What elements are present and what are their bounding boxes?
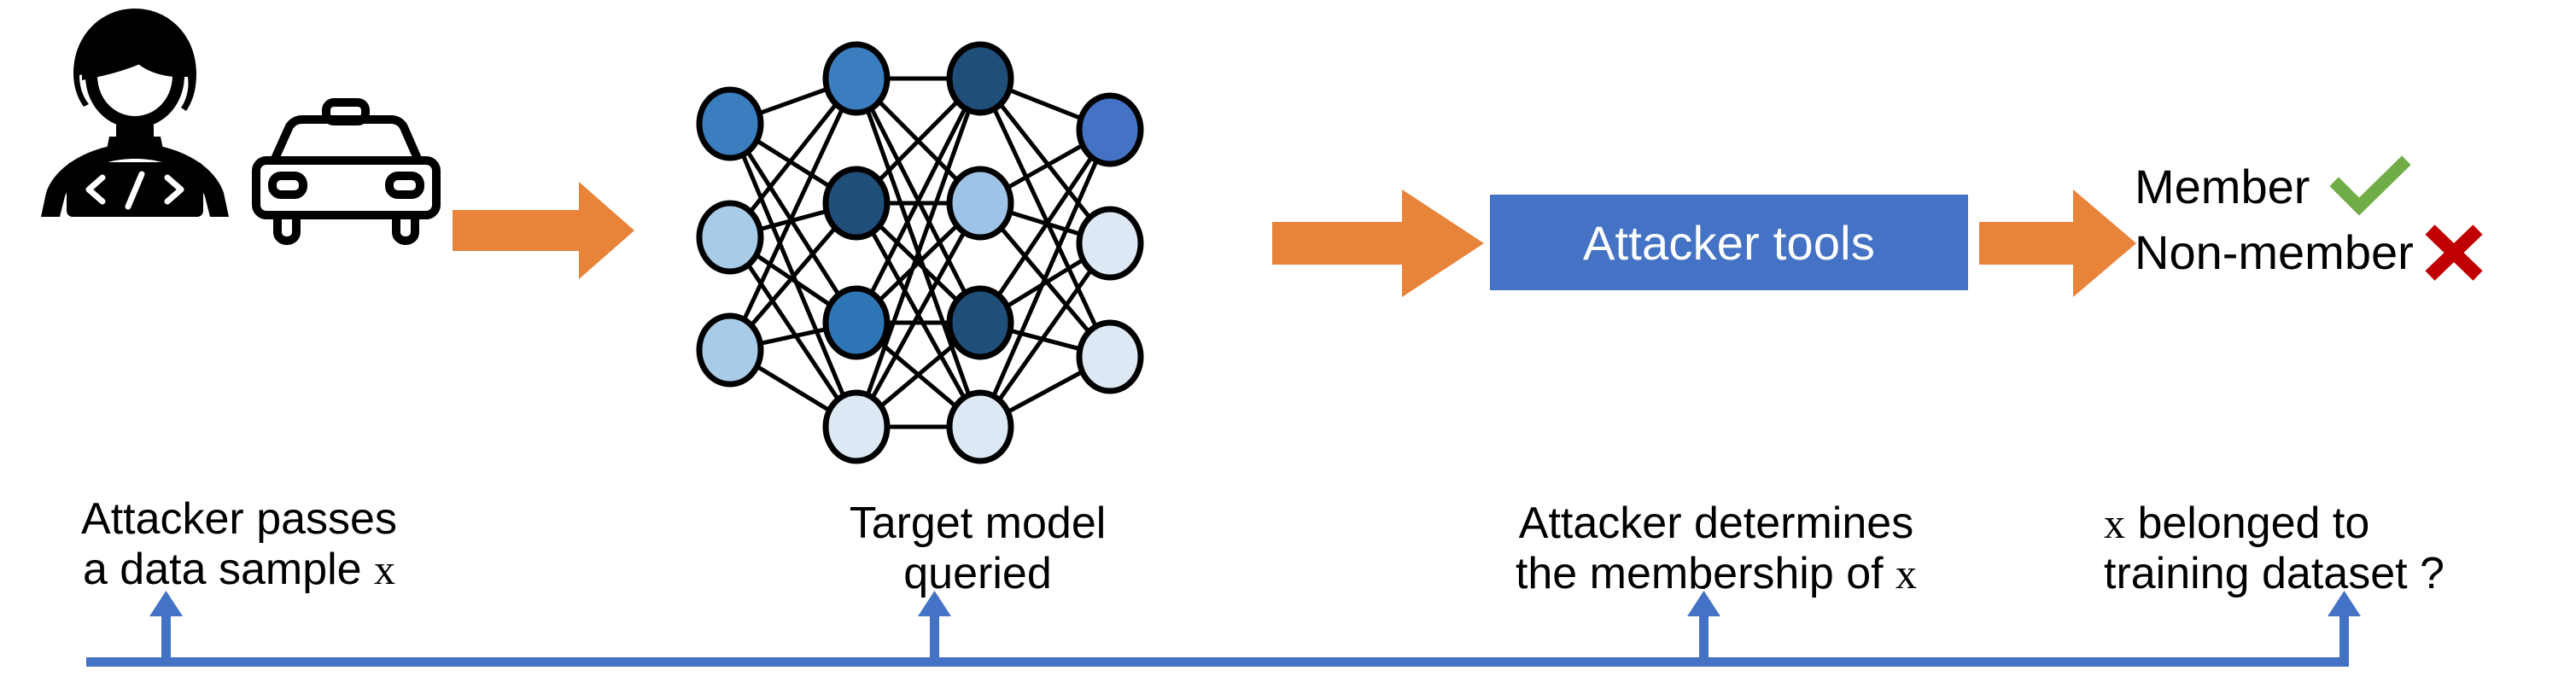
caption-attack-text: Attacker determines the membership of (1515, 498, 1914, 598)
caption-attack-math: x (1895, 549, 1918, 598)
orange-right-arrow-icon (453, 179, 636, 282)
caption-output-math: x (2104, 499, 2125, 547)
caption-output: x belonged to training dataset ? (2083, 448, 2576, 598)
nn-edge (854, 201, 983, 429)
nn-node-input-1 (696, 86, 764, 161)
nn-edge (978, 77, 1113, 359)
red-cross-icon (2422, 223, 2485, 283)
nn-edge (727, 122, 859, 324)
verdict-row-member: Member (2135, 155, 2485, 216)
caption-input-text: Attacker passes a data sample (81, 493, 397, 594)
caption-input: Attacker passes a data sample x (0, 444, 478, 594)
verdict-block: Member Non-member (2135, 155, 2485, 283)
nn-edge (854, 77, 983, 324)
nonmember-label: Non-member (2135, 225, 2414, 279)
member-label: Member (2135, 160, 2310, 213)
nn-edge (978, 128, 1113, 429)
nn-node-hidden1-3 (822, 285, 891, 360)
taxi-car-icon (248, 94, 461, 245)
nn-node-input-2 (696, 200, 764, 275)
nn-node-output-2 (1076, 206, 1144, 281)
caption-attack: Attacker determines the membership of x (1417, 448, 2015, 598)
nn-node-hidden2-4 (946, 389, 1014, 464)
caption-model-text: Target model queried (849, 498, 1107, 598)
attacker-tools-box[interactable]: Attacker tools (1490, 195, 1968, 290)
neural-network-diagram (645, 0, 1242, 464)
nn-edge (727, 77, 859, 352)
nn-node-output-1 (1076, 92, 1144, 167)
orange-right-arrow-icon (1272, 190, 1486, 297)
orange-right-arrow-icon (1979, 190, 2138, 297)
nn-node-hidden2-3 (946, 285, 1014, 360)
caption-model: Target model queried (730, 448, 1225, 598)
nn-edge (727, 236, 859, 429)
attacker-tools-label: Attacker tools (1582, 215, 1876, 270)
nn-node-hidden1-4 (822, 389, 891, 464)
nn-node-hidden1-2 (822, 166, 891, 241)
nn-node-hidden2-1 (946, 41, 1014, 116)
caption-output-text: belonged to training dataset ? (2104, 498, 2445, 598)
nn-edge (978, 128, 1113, 324)
green-check-icon (2329, 155, 2411, 216)
blue-bracket-arrows-icon (0, 589, 2576, 694)
nn-node-output-3 (1076, 319, 1144, 394)
attacker-person-icon (7, 3, 263, 217)
nn-node-input-3 (696, 312, 764, 388)
verdict-row-nonmember: Non-member (2135, 223, 2485, 283)
nn-edge (854, 78, 983, 428)
nn-node-hidden1-1 (822, 41, 891, 116)
nn-node-hidden2-2 (946, 166, 1014, 241)
nn-edge (978, 242, 1113, 429)
caption-input-math: x (374, 545, 396, 593)
